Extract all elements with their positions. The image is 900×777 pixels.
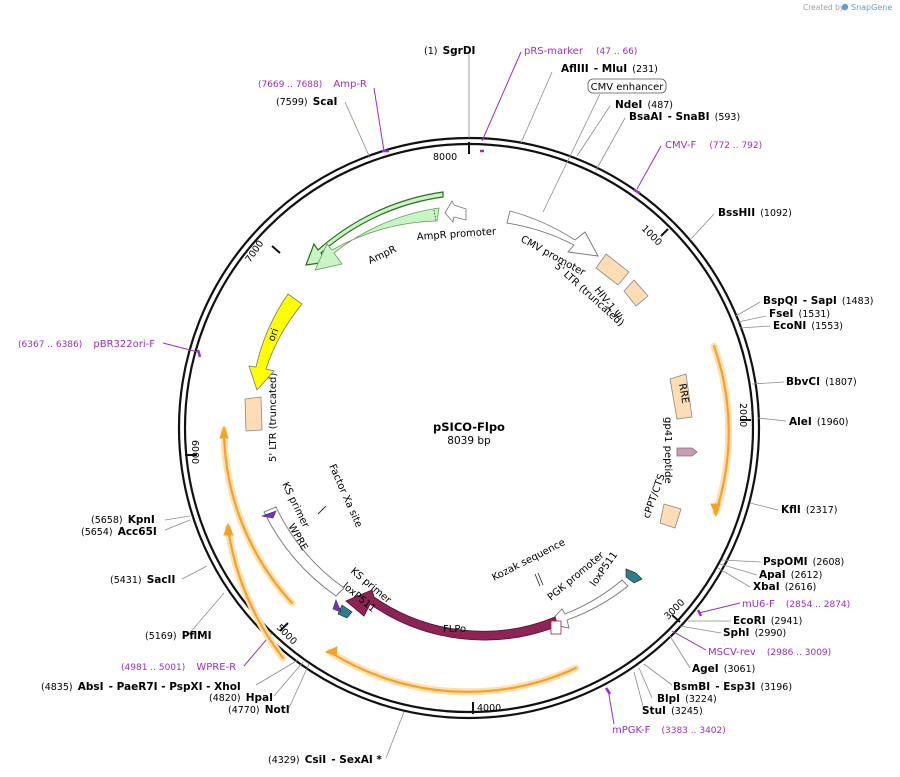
ampr-promoter-arrow[interactable]	[444, 200, 467, 223]
credit-brand: SnapGene	[851, 3, 892, 12]
site-labels: (1) SgrDI AflIII - MluI (231) NdeI (487)…	[41, 39, 873, 767]
ampr-boundary-mark	[433, 209, 437, 222]
primer-amp-r[interactable]: (7669 .. 7688) Amp-R	[258, 72, 367, 91]
gp41-arrow[interactable]	[676, 447, 698, 457]
cmv-enhancer-box[interactable]	[587, 78, 667, 94]
site-bspQI-sapI[interactable]: BspQI - SapI (1483)	[763, 289, 873, 308]
primer-cmv-f[interactable]: CMV-F (772 .. 792)	[665, 133, 762, 152]
site-kflI[interactable]: KflI (2317)	[781, 498, 838, 517]
cmv-promoter-arrow[interactable]	[506, 210, 599, 257]
site-bssHII[interactable]: BssHII (1092)	[718, 201, 792, 220]
site-hpaI[interactable]: (4820) HpaI	[209, 686, 273, 705]
tick-4000: 4000	[477, 703, 501, 714]
ampr-promoter-label: AmpR promoter	[416, 226, 497, 243]
hiv1-psi-box[interactable]	[623, 279, 649, 307]
orange-arc-left-outer[interactable]	[222, 428, 294, 605]
orange-arc-bottom[interactable]	[328, 650, 578, 693]
ltr3-box[interactable]	[244, 396, 263, 432]
ks-primer-upper-mark[interactable]	[260, 510, 277, 519]
tick-3000-mark	[671, 614, 681, 623]
tick-1000: 1000	[639, 223, 664, 248]
primer-mu6-f[interactable]: mU6-F (2854 .. 2874)	[742, 592, 850, 611]
primer-leaders	[162, 51, 741, 725]
site-aflIII-mluI[interactable]: AflIII - MluI (231)	[561, 57, 658, 76]
site-pspOMI[interactable]: PspOMI (2608)	[763, 550, 844, 569]
primer-mpgk-f[interactable]: mPGK-F (3383 .. 3402)	[612, 718, 726, 737]
kozak-label: Kozak sequence	[490, 537, 567, 583]
primer-pbr322ori-f[interactable]: (6367 .. 6386) pBR322ori-F	[18, 332, 155, 351]
credit-prefix: Created by	[803, 3, 845, 12]
tick-2000: 2000	[737, 403, 748, 427]
site-sphI[interactable]: SphI (2990)	[723, 621, 786, 640]
cppt-box[interactable]	[659, 503, 682, 529]
site-ecoRI[interactable]: EcoRI (2941)	[733, 609, 802, 628]
orange-arc-right[interactable]	[712, 344, 730, 514]
plasmid-name: pSICO-Flpo	[433, 420, 505, 434]
kozak-mark-1	[534, 573, 541, 587]
ltr5-box[interactable]	[595, 253, 630, 286]
flpo-arrow[interactable]	[345, 589, 559, 641]
ori-arrow[interactable]	[248, 293, 303, 391]
kozak-mark-2	[537, 572, 544, 586]
primer-mscv-rev[interactable]: MSCV-rev (2986 .. 3009)	[708, 640, 831, 659]
site-stuI[interactable]: StuI (3245)	[642, 699, 703, 718]
tick-5000: 5000	[274, 622, 299, 647]
tick-6000: 6000	[189, 440, 200, 464]
site-sacII[interactable]: (5431) SacII	[110, 568, 175, 587]
ks-primer-lower-mark[interactable]	[332, 599, 342, 613]
tick-8000: 8000	[433, 152, 457, 163]
site-bsmBI-esp3I[interactable]: BsmBI - Esp3I (3196)	[673, 675, 792, 694]
site-apaI[interactable]: ApaI (2612)	[759, 563, 822, 582]
site-scaI[interactable]: (7599) ScaI	[276, 90, 337, 109]
pgk-promoter-arrow[interactable]	[547, 579, 629, 629]
flpo-end-box	[550, 620, 562, 635]
orange-features	[219, 342, 733, 696]
site-notI[interactable]: (4770) NotI	[228, 698, 290, 717]
primer-prs-marker[interactable]: pRS-marker (47 .. 66)	[524, 39, 637, 58]
factor-xa-label: Factor Xa site	[326, 463, 364, 530]
wpre-arrow[interactable]	[263, 506, 345, 597]
site-xbaI[interactable]: XbaI (2616)	[753, 575, 816, 594]
site-bsaAI-snaBI[interactable]: BsaAI - SnaBI (593)	[629, 105, 740, 124]
plasmid-size: 8039 bp	[447, 435, 491, 447]
ampr-outline-arrow[interactable]	[305, 191, 444, 266]
site-aleI[interactable]: AleI (1960)	[789, 410, 848, 429]
site-bbvCI[interactable]: BbvCI (1807)	[786, 370, 857, 389]
site-csiI-sexAI[interactable]: (4329) CsiI - SexAI *	[268, 748, 382, 767]
loxp-right-arrow[interactable]	[625, 568, 643, 584]
ampr-label: AmpR	[367, 244, 399, 267]
site-leaders	[164, 52, 787, 759]
site-sgrdi[interactable]: (1) SgrDI	[424, 39, 475, 58]
tick-1000-mark	[660, 228, 669, 237]
site-absI-xhoI[interactable]: (4835) AbsI - PaeR7I - PspXI - XhoI	[41, 675, 241, 694]
gp41-label: gp41 peptide	[662, 417, 673, 484]
site-ndeI[interactable]: NdeI (487)	[615, 93, 673, 112]
factor-xa-mark	[317, 505, 327, 515]
primer-wpre-r[interactable]: (4981 .. 5001) WPRE-R	[121, 655, 236, 674]
primer-labels: pRS-marker (47 .. 66) CMV-F (772 .. 792)…	[18, 39, 850, 737]
ltr3-label: 5' LTR (truncated)	[268, 373, 279, 462]
site-ageI[interactable]: AgeI (3061)	[692, 657, 755, 676]
orange-arc-left-inner[interactable]	[226, 526, 285, 660]
site-fseI[interactable]: FseI (1531)	[769, 302, 830, 321]
tick-5000-mark	[279, 622, 289, 632]
site-acc65I[interactable]: (5654) Acc65I	[81, 520, 157, 539]
ampr-arrow[interactable]	[314, 207, 440, 271]
tick-7000-mark	[271, 245, 281, 254]
cmv-enhancer-label: CMV enhancer	[591, 82, 665, 93]
cmv-enhancer-leader	[542, 93, 601, 213]
site-kpnI[interactable]: (5658) KpnI	[91, 508, 155, 527]
site-blpI[interactable]: BlpI (3224)	[657, 687, 717, 706]
flpo-label: FLPo	[443, 624, 466, 635]
rre-box[interactable]	[669, 373, 693, 420]
ori-label: ori	[266, 327, 281, 343]
site-ecoNI[interactable]: EcoNI (1553)	[773, 314, 843, 333]
rre-label: RRE	[676, 383, 690, 405]
snapgene-logo-icon	[841, 3, 849, 11]
site-pflMI[interactable]: (5169) PflMI	[145, 624, 212, 643]
